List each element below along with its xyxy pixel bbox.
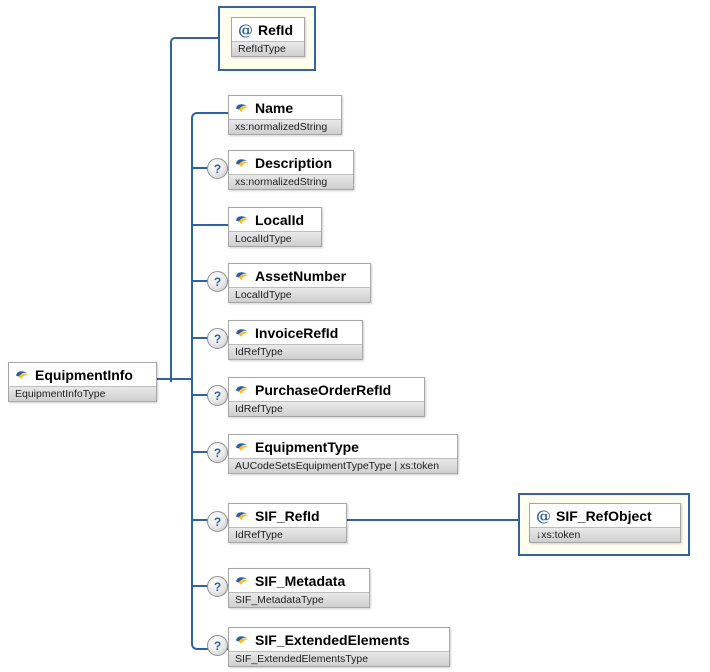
- node-title-row: @ RefId: [232, 18, 304, 41]
- node-title-row: AssetNumber: [229, 264, 370, 287]
- attribute-type-label: ↓xs:token: [530, 527, 680, 542]
- element-icon: [235, 102, 250, 113]
- element-name-label: LocalId: [255, 211, 305, 228]
- element-name-label: SIF_Metadata: [255, 572, 346, 589]
- element-type-label: EquipmentInfoType: [9, 386, 156, 401]
- element-name-label: SIF_ExtendedElements: [255, 631, 410, 648]
- connector-trunk-refid: [170, 37, 220, 382]
- optional-indicator: ?: [207, 271, 228, 292]
- element-node-name[interactable]: Name xs:normalizedString: [228, 95, 342, 135]
- connector-trunk-children: [191, 112, 230, 650]
- element-node-sifextendedelements[interactable]: SIF_ExtendedElements SIF_ExtendedElement…: [228, 627, 450, 667]
- element-name-label: Description: [255, 154, 333, 171]
- element-icon: [15, 369, 30, 380]
- element-icon: [235, 327, 250, 338]
- element-type-label: SIF_ExtendedElementsType: [229, 651, 449, 666]
- element-node-localid[interactable]: LocalId LocalIdType: [228, 207, 322, 247]
- element-node-sifmetadata[interactable]: SIF_Metadata SIF_MetadataType: [228, 568, 370, 608]
- attribute-name-label: SIF_RefObject: [556, 507, 652, 524]
- node-title-row: PurchaseOrderRefId: [229, 378, 424, 401]
- element-type-label: IdRefType: [229, 527, 346, 542]
- optional-indicator: ?: [207, 511, 228, 532]
- node-title-row: EquipmentType: [229, 435, 457, 458]
- optional-indicator: ?: [207, 442, 228, 463]
- attribute-name-label: RefId: [258, 21, 293, 38]
- attribute-at-icon: @: [536, 506, 551, 525]
- element-type-label: IdRefType: [229, 344, 362, 359]
- node-title-row: Description: [229, 151, 353, 174]
- element-node-equipmentinfo[interactable]: EquipmentInfo EquipmentInfoType: [8, 362, 157, 402]
- optional-indicator: ?: [207, 576, 228, 597]
- attribute-node-refid[interactable]: @ RefId RefIdType: [231, 17, 305, 57]
- element-icon: [235, 214, 250, 225]
- node-title-row: EquipmentInfo: [9, 363, 156, 386]
- connector-localid: [192, 224, 228, 226]
- node-title-row: SIF_RefId: [229, 504, 346, 527]
- element-type-label: AUCodeSetsEquipmentTypeType | xs:token: [229, 458, 457, 473]
- element-icon: [235, 441, 250, 452]
- attribute-type-label: RefIdType: [232, 41, 304, 56]
- node-title-row: SIF_Metadata: [229, 569, 369, 592]
- optional-indicator: ?: [207, 385, 228, 406]
- element-name-label: PurchaseOrderRefId: [255, 381, 392, 398]
- element-node-purchaseorderrefid[interactable]: PurchaseOrderRefId IdRefType: [228, 377, 425, 417]
- node-title-row: InvoiceRefId: [229, 321, 362, 344]
- element-name-label: InvoiceRefId: [255, 324, 339, 341]
- node-title-row: SIF_ExtendedElements: [229, 628, 449, 651]
- element-icon: [235, 384, 250, 395]
- element-icon: [235, 634, 250, 645]
- optional-indicator: ?: [207, 635, 228, 656]
- attribute-container-refid: @ RefId RefIdType: [218, 6, 316, 71]
- connector-sifrefobject: [345, 519, 518, 521]
- attribute-container-sifrefobject: @ SIF_RefObject ↓xs:token: [518, 493, 690, 556]
- element-node-invoicerefid[interactable]: InvoiceRefId IdRefType: [228, 320, 363, 360]
- element-icon: [235, 510, 250, 521]
- element-name-label: EquipmentType: [255, 438, 359, 455]
- element-type-label: LocalIdType: [229, 287, 370, 302]
- element-type-label: SIF_MetadataType: [229, 592, 369, 607]
- element-icon: [235, 157, 250, 168]
- optional-indicator: ?: [207, 158, 228, 179]
- attribute-at-icon: @: [238, 20, 253, 39]
- node-title-row: LocalId: [229, 208, 321, 231]
- optional-indicator: ?: [207, 328, 228, 349]
- element-type-label: xs:normalizedString: [229, 119, 341, 134]
- element-type-label: LocalIdType: [229, 231, 321, 246]
- element-type-label: xs:normalizedString: [229, 174, 353, 189]
- element-name-label: Name: [255, 99, 294, 116]
- node-title-row: Name: [229, 96, 341, 119]
- element-name-label: EquipmentInfo: [35, 366, 133, 383]
- element-name-label: SIF_RefId: [255, 507, 320, 524]
- element-node-description[interactable]: Description xs:normalizedString: [228, 150, 354, 190]
- element-name-label: AssetNumber: [255, 267, 347, 284]
- element-node-sifrefid[interactable]: SIF_RefId IdRefType: [228, 503, 347, 543]
- element-node-equipmenttype[interactable]: EquipmentType AUCodeSetsEquipmentTypeTyp…: [228, 434, 458, 474]
- element-icon: [235, 575, 250, 586]
- node-title-row: @ SIF_RefObject: [530, 504, 680, 527]
- element-icon: [235, 270, 250, 281]
- attribute-node-sifrefobject[interactable]: @ SIF_RefObject ↓xs:token: [529, 503, 681, 543]
- element-node-assetnumber[interactable]: AssetNumber LocalIdType: [228, 263, 371, 303]
- element-type-label: IdRefType: [229, 401, 424, 416]
